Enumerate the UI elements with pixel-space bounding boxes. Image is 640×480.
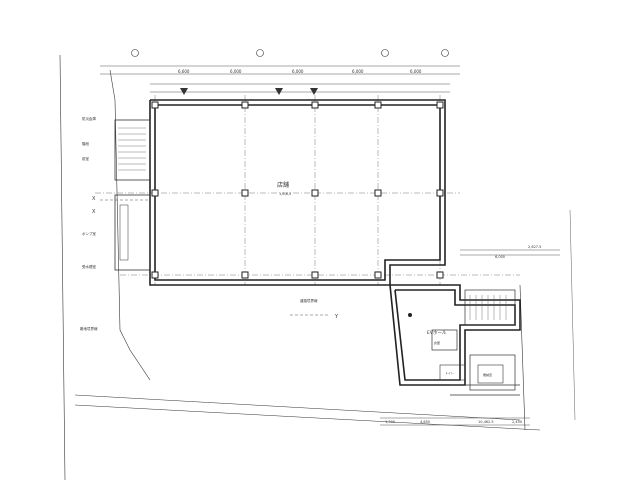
axis-label-3: X (92, 209, 96, 215)
bottom-dim-2: 4,650 (420, 420, 430, 424)
note-5: 受水槽室 (82, 264, 96, 269)
column (436, 101, 444, 109)
column (374, 101, 382, 109)
column (151, 271, 159, 279)
bottom-note-1: 敷地境界線 (80, 326, 98, 331)
site-boundary (59, 54, 576, 480)
small-room-3: トイレ (445, 371, 454, 375)
bottom-dim-4: 2,450 (512, 420, 522, 424)
top-dim-2: 6,000 (230, 69, 242, 74)
axis-label-1: X (92, 196, 96, 202)
right-dimension-lines: 2,627.5 6,000 (460, 245, 560, 259)
column (151, 189, 159, 197)
grid-markers (131, 49, 449, 57)
small-room-1: 倉庫 (434, 340, 440, 345)
column (374, 189, 382, 197)
note-3: 前室 (82, 156, 89, 161)
right-dim-2: 6,000 (495, 255, 505, 259)
main-building (149, 99, 446, 286)
note-4: ポンプ室 (82, 231, 96, 236)
room-label-store: 店舗 (277, 181, 289, 189)
column (241, 189, 249, 197)
top-dim-5: 6,000 (410, 69, 422, 74)
top-dim-1: 6,600 (178, 69, 190, 74)
ev-hall-label: EVホール (427, 330, 447, 336)
top-dimension-lines: 6,600 6,000 6,000 6,000 6,000 (100, 65, 460, 93)
left-core: 防災倉庫 階段 前室 ポンプ室 受水槽室 (82, 116, 151, 271)
column (151, 101, 159, 109)
right-dim-1: 2,627.5 (528, 245, 541, 249)
column (311, 189, 319, 197)
column (374, 271, 382, 279)
column (241, 101, 249, 109)
column (436, 189, 444, 197)
column (311, 101, 319, 109)
bottom-dimension-lines: 1,300 4,650 10,462.5 2,450 敷地境界線 道路境界線 (80, 298, 530, 426)
axis-label-2: Y (334, 314, 339, 320)
bottom-note-2: 道路境界線 (300, 298, 318, 303)
south-annex: EVホール 倉庫 機械室 トイレ (389, 284, 521, 396)
section-markers: X Y X (92, 88, 339, 320)
structural-grid (95, 95, 520, 285)
small-room-2: 機械室 (483, 372, 492, 377)
note-2: 階段 (82, 141, 89, 146)
columns (151, 101, 444, 279)
room-label-store-sub: 1,6,6,5 (279, 192, 291, 196)
bottom-dim-1: 1,300 (385, 420, 395, 424)
bottom-dim-3: 10,462.5 (478, 420, 494, 424)
top-dim-3: 6,000 (292, 69, 304, 74)
column (436, 271, 444, 279)
top-dim-4: 6,000 (352, 69, 364, 74)
column (241, 271, 249, 279)
column (311, 271, 319, 279)
note-1: 防災倉庫 (82, 116, 96, 121)
